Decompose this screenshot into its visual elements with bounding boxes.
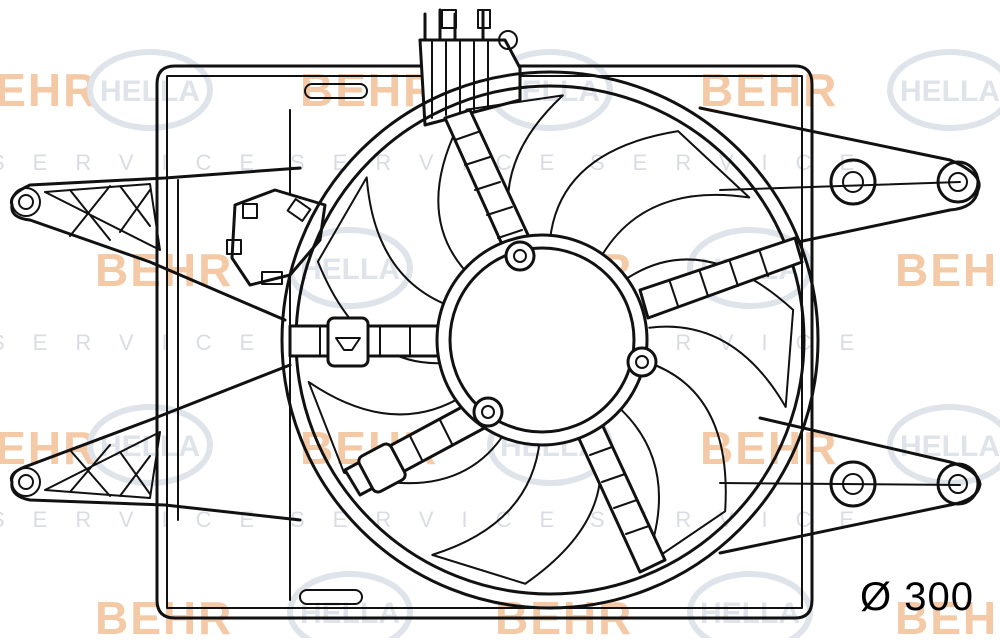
watermark-brand-a: BEHR xyxy=(0,422,98,474)
motor-strut-right xyxy=(638,236,804,320)
strut-clip xyxy=(326,316,370,368)
wire-pin xyxy=(441,9,457,29)
fan-diameter-label: Ø 300 xyxy=(860,575,974,619)
watermark-brand-b: HELLA xyxy=(300,253,400,286)
hub-bolt xyxy=(472,396,504,428)
motor-strut-bottom xyxy=(573,418,667,574)
watermark-brand-a: BEHR xyxy=(0,64,98,116)
watermark-logo-hella: HELLA xyxy=(887,404,1000,486)
watermark-service: SERVICE xyxy=(0,507,282,532)
strut-clip xyxy=(357,442,407,494)
connector-terminal xyxy=(242,203,258,219)
watermark-logo-hella: HELLA xyxy=(887,49,1000,131)
motor-hub xyxy=(435,233,658,447)
hub-bolt xyxy=(626,346,658,378)
hub-bolt xyxy=(504,240,536,272)
left-mounting-bracket-lower xyxy=(9,363,302,522)
fan-blade xyxy=(307,380,508,485)
watermark-brand-b: HELLA xyxy=(100,75,200,108)
watermark-brand-b: HELLA xyxy=(100,430,200,463)
watermark-brand-b: HELLA xyxy=(300,597,400,630)
watermark-brand-a: BEHR xyxy=(700,64,838,116)
watermark-brand-a: BEHR xyxy=(300,64,438,116)
wire-connector-top xyxy=(418,8,522,127)
connector-terminal xyxy=(261,271,283,285)
watermark-logo-hella: HELLA xyxy=(287,571,413,643)
right-mounting-bracket-upper xyxy=(698,106,981,252)
watermark-service: SERVICE xyxy=(590,150,882,175)
fan-blade xyxy=(627,258,795,408)
watermark-logo-hella: HELLA xyxy=(87,49,213,131)
watermark-service: SERVICE xyxy=(290,150,582,175)
watermark-brand-b: HELLA xyxy=(700,597,800,630)
mount-grommet xyxy=(936,160,980,204)
fan-blade xyxy=(549,130,751,256)
fan-blade xyxy=(620,361,727,568)
watermark-service: SERVICE xyxy=(0,150,282,175)
connector-terminal xyxy=(286,198,312,222)
mount-grommet xyxy=(829,158,877,206)
motor-strut-bottom-left xyxy=(343,398,492,497)
watermark-brand-a: BEHR xyxy=(895,592,1000,638)
connector-terminal xyxy=(226,239,242,255)
frame-slot xyxy=(299,589,363,605)
motor-strut-left xyxy=(288,316,447,368)
watermark-brand-b: HELLA xyxy=(900,430,1000,463)
mount-grommet xyxy=(829,460,877,508)
watermark-logo-hella: HELLA xyxy=(287,227,413,309)
wire-pin xyxy=(477,9,491,29)
watermark-brand-a: BEHR xyxy=(895,244,1000,296)
watermark-brand-a: BEHR xyxy=(495,592,633,638)
watermark-service: SERVICE xyxy=(0,330,282,355)
mount-bushing xyxy=(11,467,41,497)
watermark-logo-hella: HELLA xyxy=(687,571,813,643)
mount-bushing xyxy=(11,187,41,217)
left-mounting-bracket-upper xyxy=(9,166,302,322)
frame-slot xyxy=(304,83,368,99)
watermark-service: SERVICE xyxy=(290,507,582,532)
connector-plate xyxy=(226,188,327,287)
mount-grommet xyxy=(936,462,980,506)
watermark-brand-b: HELLA xyxy=(900,75,1000,108)
